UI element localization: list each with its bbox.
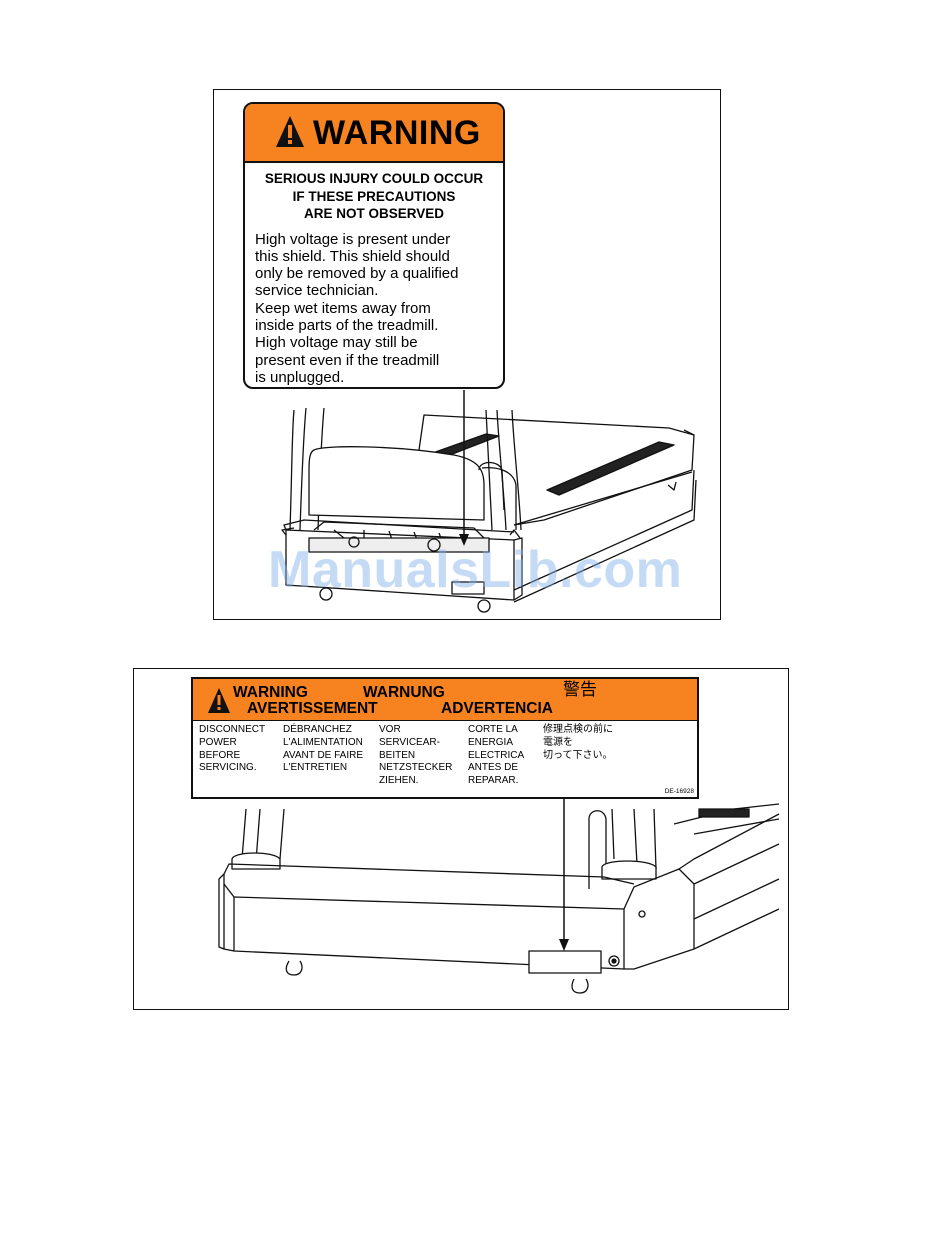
watermark: ManualsLib.com	[268, 541, 683, 599]
text-column-english: DISCONNECT POWER BEFORE SERVICING.	[199, 724, 265, 775]
warning-label-header: WARNING	[245, 104, 503, 163]
column-line: 修理点検の前に	[543, 724, 613, 735]
column-line: 切って下さい。	[543, 749, 613, 761]
column-line: POWER	[199, 736, 237, 748]
column-line: L'ENTRETIEN	[283, 762, 348, 774]
column-line: 電源を	[543, 736, 573, 748]
warning-subheading: SERIOUS INJURY COULD OCCUR IF THESE PREC…	[245, 170, 503, 223]
warning-label-multilingual: WARNING WARNUNG 警告 AVERTISSEMENT ADVERTE…	[191, 677, 699, 799]
column-line: BEITEN	[379, 749, 416, 761]
column-line: CORTE LA	[468, 724, 518, 735]
body-line: High voltage is present under	[255, 230, 451, 248]
column-line: AVANT DE FAIRE	[283, 749, 364, 761]
treadmill-front-illustration	[218, 799, 780, 994]
subheading-line: IF THESE PRECAUTIONS	[292, 188, 456, 204]
column-line: ANTES DE	[468, 762, 519, 774]
body-line: Keep wet items away from	[255, 299, 431, 317]
header-warning-en: WARNING	[233, 684, 308, 701]
column-line: NETZSTECKER	[379, 762, 453, 774]
column-line: DÉBRANCHEZ	[283, 724, 352, 735]
warning-triangle-icon	[276, 116, 304, 147]
header-warning-de: WARNUNG	[363, 684, 445, 701]
body-line: High voltage may still be	[255, 334, 418, 352]
column-line: SERVICEAR-	[379, 736, 440, 748]
body-line: this shield. This shield should	[255, 247, 450, 265]
column-line: DISCONNECT	[199, 724, 266, 735]
warning-triangle-icon	[208, 688, 230, 713]
treadmill-rear-illustration	[281, 390, 697, 613]
column-line: ENERGIA	[468, 736, 514, 748]
figure-1-frame: WARNING SERIOUS INJURY COULD OCCUR IF TH…	[213, 89, 721, 620]
body-line: is unplugged.	[255, 368, 345, 386]
header-warning-ja: 警告	[563, 680, 597, 699]
column-line: VOR	[379, 724, 401, 735]
subheading-line: SERIOUS INJURY COULD OCCUR	[264, 171, 484, 186]
warning-header-text: WARNING	[313, 114, 481, 152]
column-line: L'ALIMENTATION	[283, 736, 363, 748]
body-line: present even if the treadmill	[255, 351, 440, 369]
column-line: ELECTRICA	[468, 749, 525, 761]
column-line: ZIEHEN.	[379, 775, 419, 787]
subheading-line: ARE NOT OBSERVED	[303, 206, 445, 221]
figure-2-frame: WARNING WARNUNG 警告 AVERTISSEMENT ADVERTE…	[133, 668, 789, 1010]
label-part-code: DE-16928	[664, 788, 694, 795]
column-line: BEFORE	[199, 749, 241, 761]
multilingual-header: WARNING WARNUNG 警告 AVERTISSEMENT ADVERTE…	[193, 679, 697, 721]
text-column-german: VOR SERVICEAR- BEITEN NETZSTECKER ZIEHEN…	[379, 724, 452, 788]
header-warning-es: ADVERTENCIA	[441, 700, 553, 717]
warning-label-high-voltage: WARNING SERIOUS INJURY COULD OCCUR IF TH…	[243, 102, 505, 389]
column-line: SERVICING.	[199, 762, 257, 774]
warning-body: High voltage is present under this shiel…	[255, 231, 503, 387]
column-line: REPARAR.	[468, 775, 519, 787]
text-column-japanese: 修理点検の前に 電源を 切って下さい。	[543, 724, 613, 762]
text-column-french: DÉBRANCHEZ L'ALIMENTATION AVANT DE FAIRE…	[283, 724, 363, 775]
body-line: inside parts of the treadmill.	[255, 316, 439, 334]
body-line: only be removed by a qualified	[255, 265, 459, 283]
header-warning-fr: AVERTISSEMENT	[247, 700, 378, 717]
body-line: service technician.	[255, 282, 379, 300]
text-column-spanish: CORTE LA ENERGIA ELECTRICA ANTES DE REPA…	[468, 724, 524, 788]
